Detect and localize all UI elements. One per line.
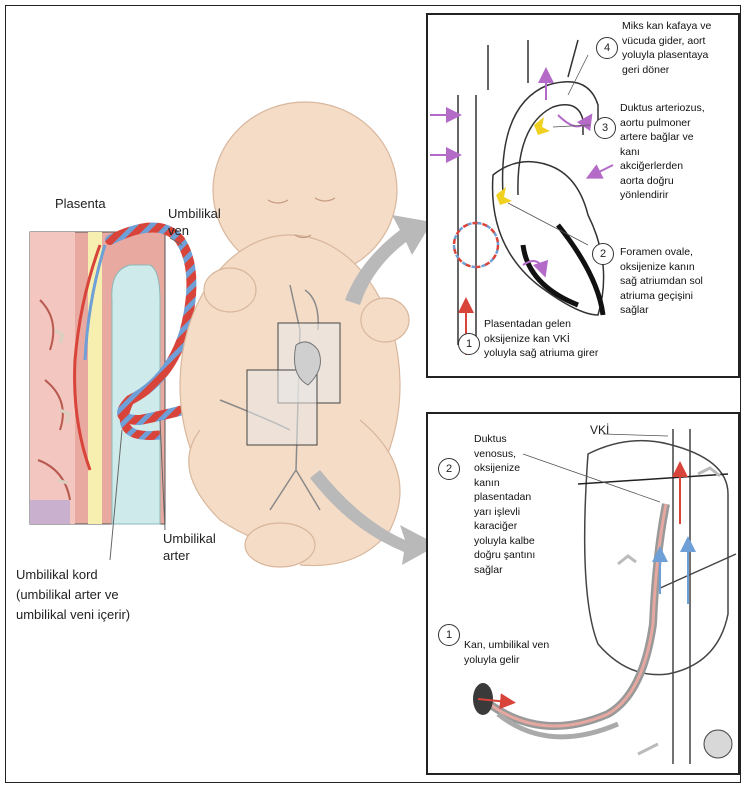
liver-step2-number: 2: [438, 458, 460, 480]
heart-step3-number: 3: [594, 117, 616, 139]
heart-step4-number: 4: [596, 37, 618, 59]
label-umbilikal-arter: Umbilikal arter: [163, 530, 216, 564]
liver-step1-number: 1: [438, 624, 460, 646]
label-plasenta: Plasenta: [55, 195, 106, 212]
label-umbilikal-kord: Umbilikal kord (umbilikal arter ve umbil…: [16, 565, 130, 625]
heart-step2-number: 2: [592, 243, 614, 265]
heart-step2-text: Foramen ovale, oksijenize kanın sağ atri…: [620, 245, 703, 318]
heart-step3-text: Duktus arteriozus, aortu pulmoner artere…: [620, 101, 705, 203]
heart-step4-text: Miks kan kafaya ve vücuda gider, aort yo…: [622, 19, 711, 77]
heart-panel: 4 Miks kan kafaya ve vücuda gider, aort …: [426, 13, 740, 378]
label-umbilikal-ven: Umbilikal ven: [168, 205, 221, 239]
placenta-section: [30, 232, 165, 524]
liver-step2-text: Duktus venosus, oksijenize kanın plasent…: [474, 432, 535, 577]
liver-panel: VKİ 2 Duktus venosus, oksijenize kanın p…: [426, 412, 740, 775]
liver-label-vki: VKİ: [590, 422, 609, 439]
liver-step1-text: Kan, umbilikal ven yoluyla gelir: [464, 638, 549, 667]
heart-step1-text: Plasentadan gelen oksijenize kan VKİ yol…: [484, 317, 598, 361]
heart-step1-number: 1: [458, 333, 480, 355]
